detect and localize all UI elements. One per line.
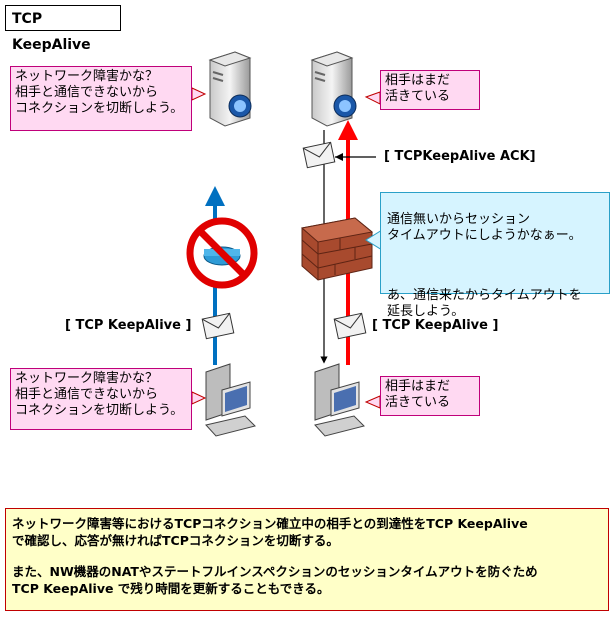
note-line-2: で確認し、応答が無ければTCPコネクションを切断する。: [12, 533, 339, 548]
firewall-callout: 通信無いからセッション タイムアウトにしようかなぁー。 あ、通信来たからタイムア…: [380, 192, 610, 319]
firewall-callout-line2: あ、通信来たからタイムアウトを 延長しよう。: [387, 288, 582, 319]
client-right-icon: [314, 363, 365, 437]
note-line-4: TCP KeepAlive で残り時間を更新することもできる。: [12, 581, 330, 596]
server-right-callout: 相手はまだ 活きている: [380, 70, 480, 110]
blocked-router-icon: [186, 217, 258, 289]
envelope-right-icon: [333, 312, 367, 340]
keepalive-left-label: [ TCP KeepAlive ]: [65, 318, 192, 333]
server-left-callout: ネットワーク障害かな？ 相手と通信できないから コネクションを切断しよう。: [10, 66, 192, 131]
note-line-3: また、NW機器のNATやステートフルインスペクションのセッションタイムアウトを防…: [12, 564, 538, 579]
firewall-icon: [300, 217, 374, 281]
server-right-icon: [310, 51, 357, 127]
diagram-title: TCP KeepAlive: [5, 5, 121, 53]
envelope-ack-icon: [302, 141, 336, 169]
envelope-left-icon: [201, 312, 235, 340]
client-left-callout: ネットワーク障害かな？ 相手と通信できないから コネクションを切断しよう。: [10, 368, 192, 430]
note-line-1: ネットワーク障害等におけるTCPコネクション確立中の相手との到達性をTCP Ke…: [12, 516, 528, 531]
client-right-callout: 相手はまだ 活きている: [380, 376, 480, 416]
keepalive-right-label: [ TCP KeepAlive ]: [372, 318, 499, 333]
firewall-callout-line1: 通信無いからセッション タイムアウトにしようかなぁー。: [387, 212, 582, 243]
server-left-icon: [208, 51, 252, 127]
ack-label: [ TCPKeepAlive ACK]: [384, 149, 536, 164]
summary-note: ネットワーク障害等におけるTCPコネクション確立中の相手との到達性をTCP Ke…: [5, 508, 609, 611]
client-left-icon: [205, 363, 256, 437]
